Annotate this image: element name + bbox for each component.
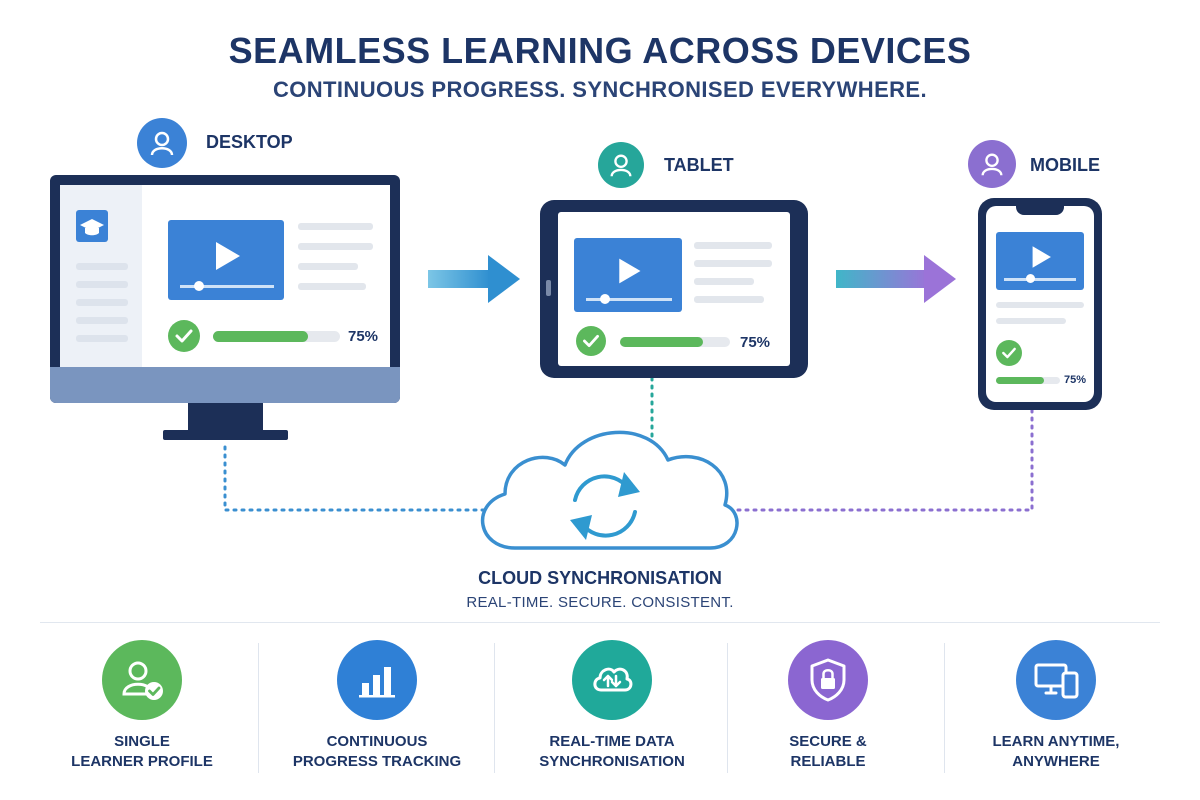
feature-label: LEARN ANYTIME, ANYWHERE [992,733,1120,770]
feature-progress-tracking: CONTINUOUS PROGRESS TRACKING [267,640,487,790]
feature-separator [494,643,495,773]
device-label-mobile: MOBILE [1030,155,1100,175]
mobile-sync-line [728,408,1034,512]
play-icon [619,258,641,284]
feature-learn-anywhere: LEARN ANYTIME, ANYWHERE [946,640,1166,790]
bar-chart-icon [337,640,417,720]
tablet-user-avatar-icon [598,142,644,188]
desktop-video-player[interactable] [168,220,284,300]
feature-separator [258,643,259,773]
desktop-screen: 75% [60,185,390,367]
play-icon [216,242,240,270]
feature-label: SINGLE LEARNER PROFILE [71,733,213,770]
desktop-sync-line [223,445,490,512]
feature-label: CONTINUOUS PROGRESS TRACKING [292,733,462,770]
check-icon [576,326,606,356]
mobile-screen: 75% [986,206,1094,402]
desktop-monitor: 75% [50,175,400,403]
arrow-desktop-to-tablet-icon [428,255,520,303]
feature-single-learner-profile: SINGLE LEARNER PROFILE [32,640,252,790]
feature-separator [944,643,945,773]
page-title: SEAMLESS LEARNING ACROSS DEVICES [228,30,972,71]
devices-icon [1016,640,1096,720]
device-label-tablet: TABLET [664,155,734,175]
scrubber-handle [1026,274,1035,283]
desktop-monitor-chin [50,367,400,403]
desktop-progress-text: 75% [348,328,379,345]
cloud-sync-icon [572,640,652,720]
mobile-device: 75% [978,198,1102,410]
arrow-tablet-to-mobile-icon [836,255,956,303]
desktop-sidebar [60,185,142,367]
cloud-subtitle: REAL-TIME. SECURE. CONSISTENT. [466,594,734,611]
desktop-user-avatar-icon [137,118,187,168]
check-icon [996,340,1022,366]
desktop-progress-bar [213,331,340,342]
mobile-notch [1016,206,1064,215]
tablet-screen: 75% [558,212,790,366]
feature-label: SECURE & RELIABLE [789,733,867,770]
play-icon [1032,246,1051,268]
check-icon [168,320,200,352]
shield-lock-icon [788,640,868,720]
feature-data-sync: REAL-TIME DATA SYNCHRONISATION [502,640,722,790]
tablet-video-player[interactable] [574,238,682,312]
graduation-cap-icon [76,210,108,242]
tablet-progress-text: 75% [740,334,771,351]
sync-arrows-icon [570,472,640,540]
cloud-title: CLOUD SYNCHRONISATION [478,568,722,588]
device-label-desktop: DESKTOP [206,132,293,152]
tablet-camera [546,280,551,296]
tablet-device: 75% [540,200,808,378]
desktop-stand [188,403,263,433]
mobile-video-player[interactable] [996,232,1084,290]
user-check-icon [102,640,182,720]
section-divider [40,622,1160,623]
tablet-progress-bar [620,337,730,347]
cloud-icon [480,430,739,550]
mobile-progress-text: 75% [1064,374,1087,386]
feature-label: REAL-TIME DATA SYNCHRONISATION [539,733,685,770]
desktop-base [163,430,288,440]
mobile-user-avatar-icon [968,140,1016,188]
scrubber-handle [600,294,610,304]
page-subtitle: CONTINUOUS PROGRESS. SYNCHRONISED EVERYW… [272,77,928,102]
feature-separator [727,643,728,773]
scrubber-handle [194,281,204,291]
feature-secure-reliable: SECURE & RELIABLE [718,640,938,790]
mobile-progress-bar [996,377,1060,384]
